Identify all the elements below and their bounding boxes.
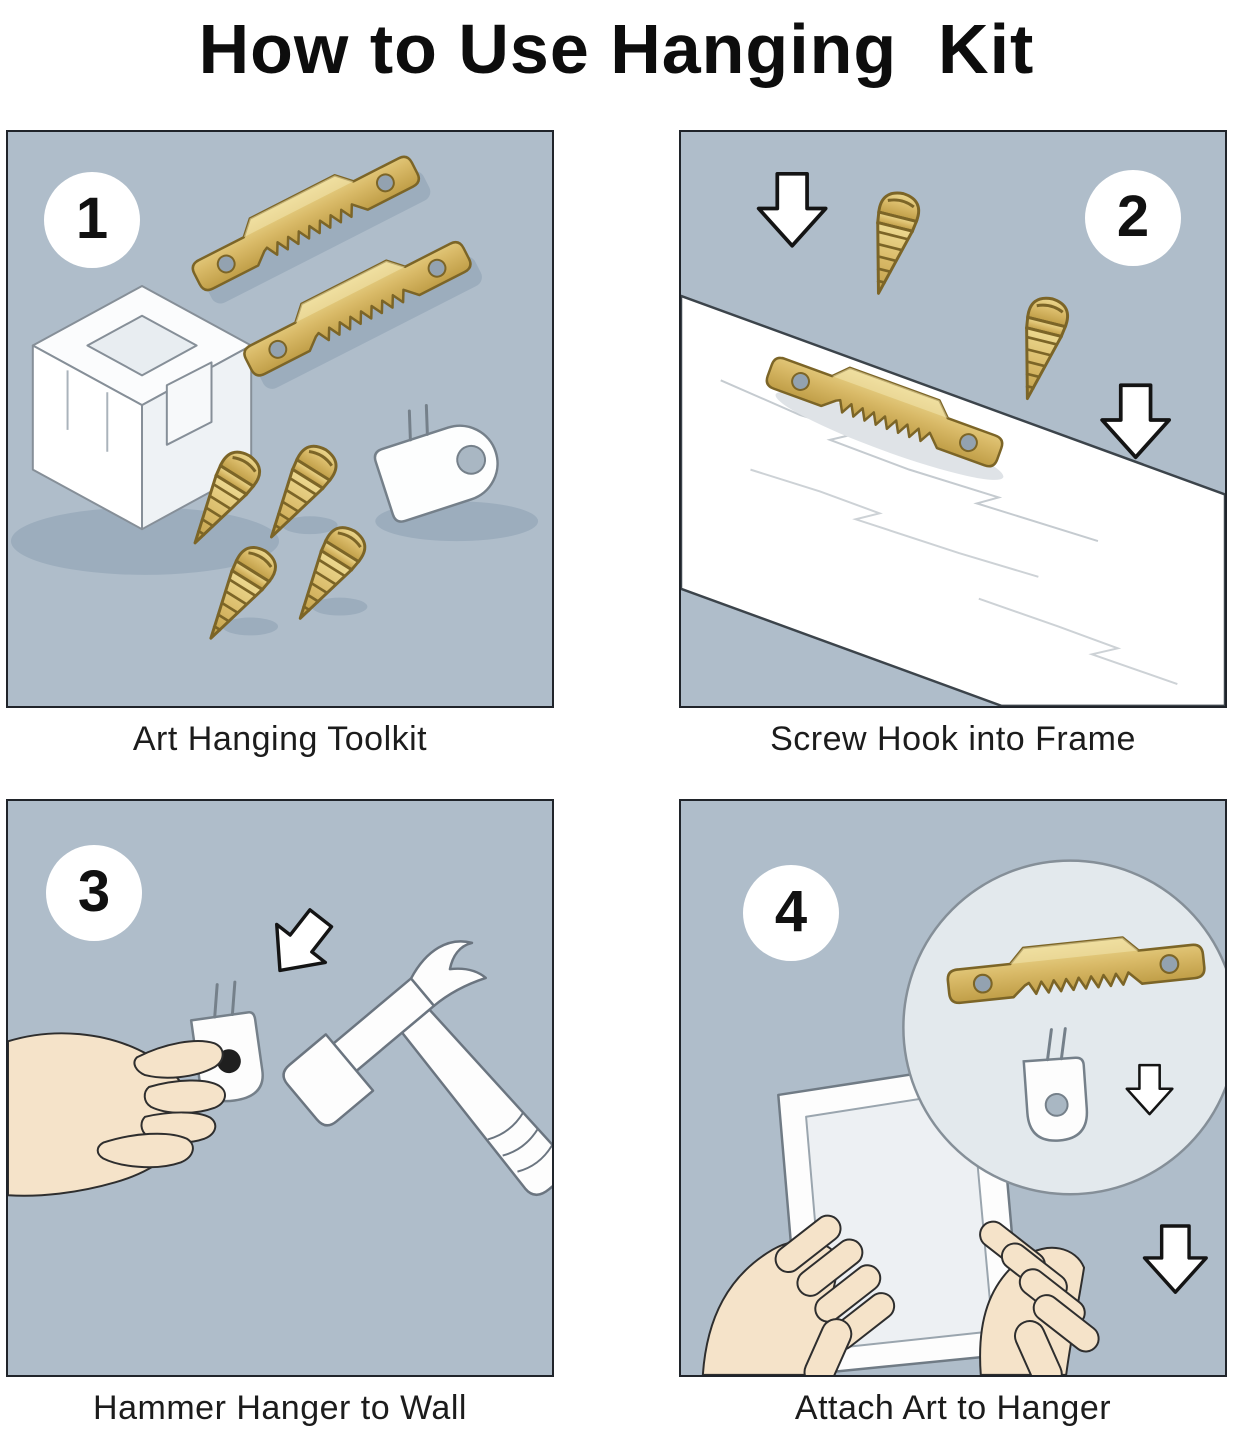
step-badge: 4 <box>743 865 839 962</box>
magnifier-circle <box>902 859 1225 1196</box>
step-panel-2: 2 Screw Hook into Frame <box>679 130 1227 759</box>
panel-3-canvas: 3 <box>6 799 554 1378</box>
hand-right-icon <box>979 1221 1100 1376</box>
storage-box-icon <box>31 285 253 531</box>
shadow <box>311 598 368 616</box>
step-badge: 3 <box>46 845 142 942</box>
panel-2-canvas: 2 <box>679 130 1227 709</box>
screw-icon <box>857 187 924 300</box>
page-title: How to Use Hanging Kit <box>198 10 1035 88</box>
step-number: 2 <box>1116 183 1150 249</box>
panel-4-canvas: 4 <box>679 799 1227 1378</box>
step-badge: 2 <box>1085 170 1181 267</box>
hand-icon <box>8 981 264 1198</box>
shadow <box>775 392 1004 481</box>
screw-into-frame-illustration <box>681 172 1225 707</box>
step-caption: Attach Art to Hanger <box>794 1389 1112 1428</box>
steps-grid: 1 <box>0 130 1233 1428</box>
frame-board-icon <box>681 295 1225 707</box>
attach-art-illustration <box>701 859 1225 1376</box>
panel-1-canvas: 1 <box>6 130 554 709</box>
step-badge: 1 <box>44 172 140 269</box>
down-arrow-icon <box>1142 1224 1208 1295</box>
step-caption: Art Hanging Toolkit <box>132 720 428 759</box>
wood-grain <box>750 469 1039 579</box>
wood-grain <box>978 598 1178 686</box>
step-panel-3: 3 <box>6 799 554 1428</box>
step-panel-4: 4 <box>679 799 1227 1428</box>
toolkit-illustration <box>10 140 539 651</box>
down-arrow-icon <box>756 172 828 249</box>
step-panel-1: 1 <box>6 130 554 759</box>
step-number: 1 <box>75 185 109 251</box>
step-number: 3 <box>77 858 111 924</box>
down-arrow-icon <box>253 897 347 992</box>
shadow <box>281 516 338 535</box>
shadow <box>222 617 279 636</box>
hammer-icon <box>282 940 552 1197</box>
wall-hook-icon <box>1022 1027 1089 1143</box>
shadow <box>206 522 263 541</box>
down-arrow-icon <box>1100 383 1172 460</box>
screw-icon <box>1006 292 1073 406</box>
step-number: 4 <box>774 878 808 944</box>
step-caption: Screw Hook into Frame <box>770 720 1136 759</box>
hammer-hanger-illustration <box>8 897 552 1198</box>
hand-left-icon <box>701 1215 896 1376</box>
step-caption: Hammer Hanger to Wall <box>93 1389 467 1428</box>
